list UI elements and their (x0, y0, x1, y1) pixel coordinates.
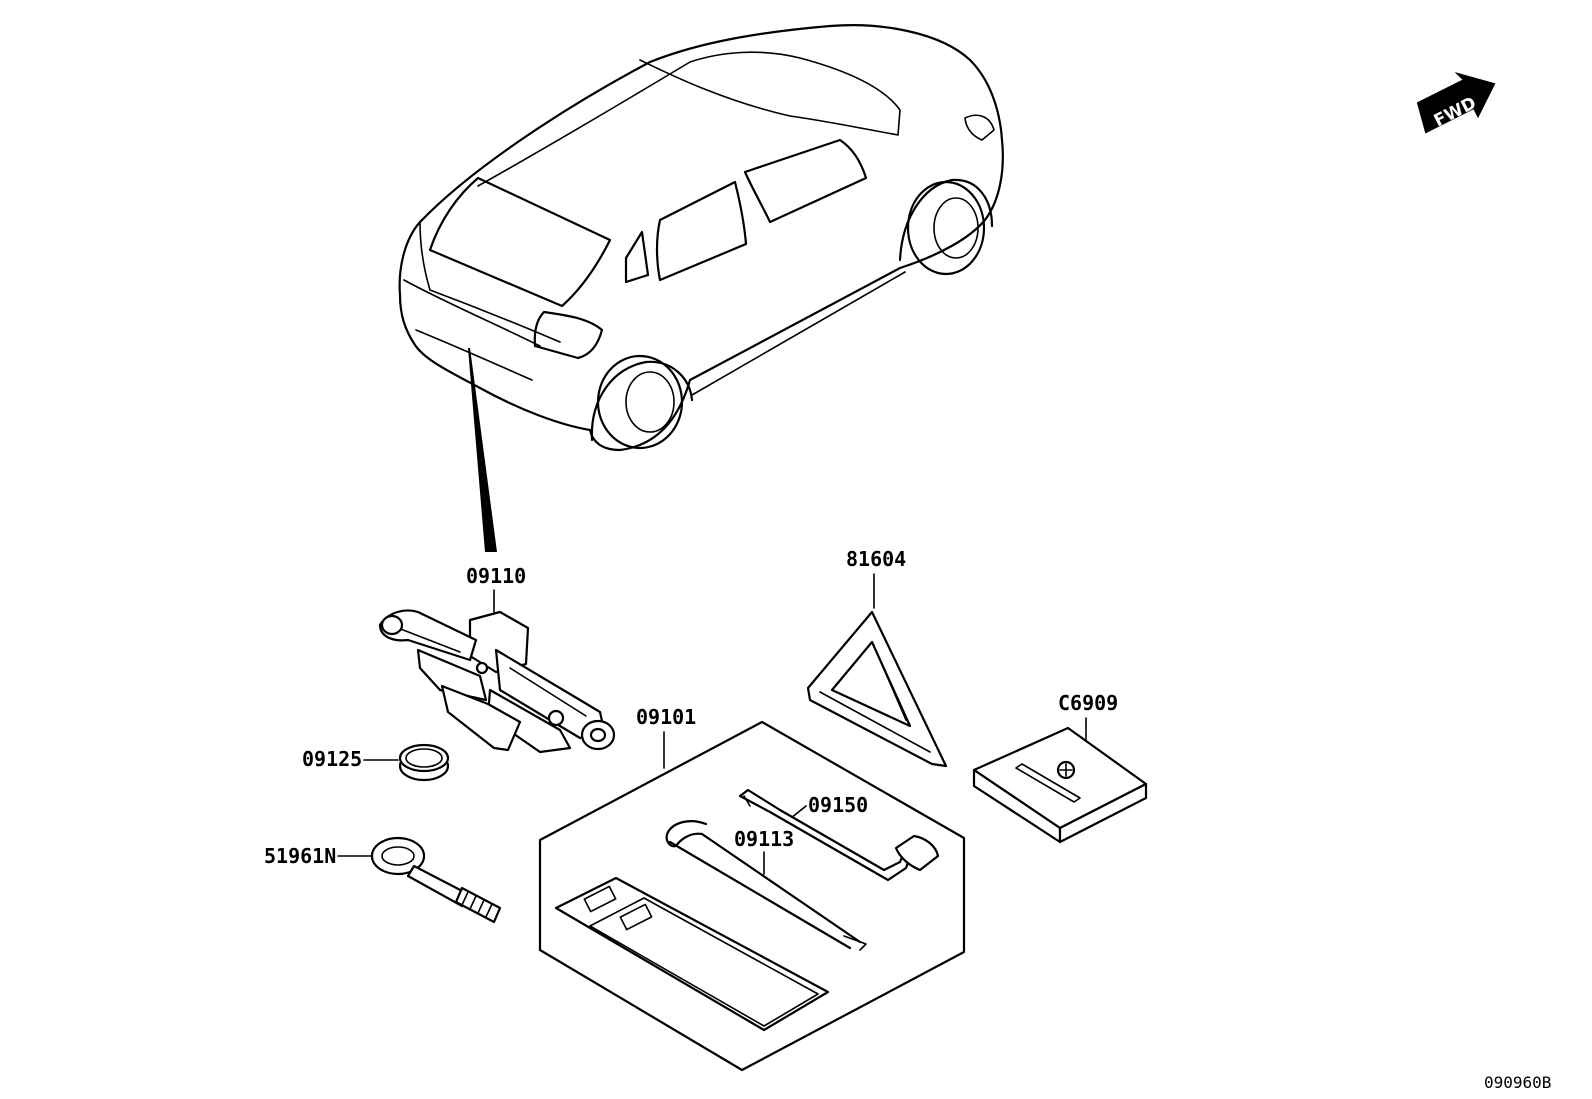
callout-first-aid-kit: C6909 (1058, 691, 1118, 715)
tool-kit: 09101 09150 09113 (538, 705, 966, 1072)
warning-triangle: 81604 (806, 547, 948, 768)
callout-tool-kit: 09101 (636, 705, 696, 729)
first-aid-kit: C6909 (972, 691, 1148, 844)
callout-towing-eyelet: 51961N (264, 844, 336, 868)
adapter-ring: 09125 (302, 743, 450, 782)
tool-bag (554, 876, 830, 1032)
jack: 09110 (378, 564, 616, 754)
jack-handle: 09113 (665, 820, 867, 951)
callout-adapter-ring: 09125 (302, 747, 362, 771)
fwd-arrow-icon (1416, 72, 1496, 134)
location-pointer (468, 348, 497, 552)
figure-code: 090960B (1484, 1073, 1551, 1092)
callout-jack: 09110 (466, 564, 526, 588)
towing-eyelet: 51961N (264, 836, 502, 924)
callout-warning-triangle: 81604 (846, 547, 906, 571)
callout-jack-handle: 09113 (734, 827, 794, 851)
wheel-wrench: 09150 (738, 788, 940, 882)
callout-wheel-wrench: 09150 (808, 793, 868, 817)
vehicle-outline (398, 24, 1004, 452)
fwd-direction-badge: FWD (1416, 72, 1496, 134)
